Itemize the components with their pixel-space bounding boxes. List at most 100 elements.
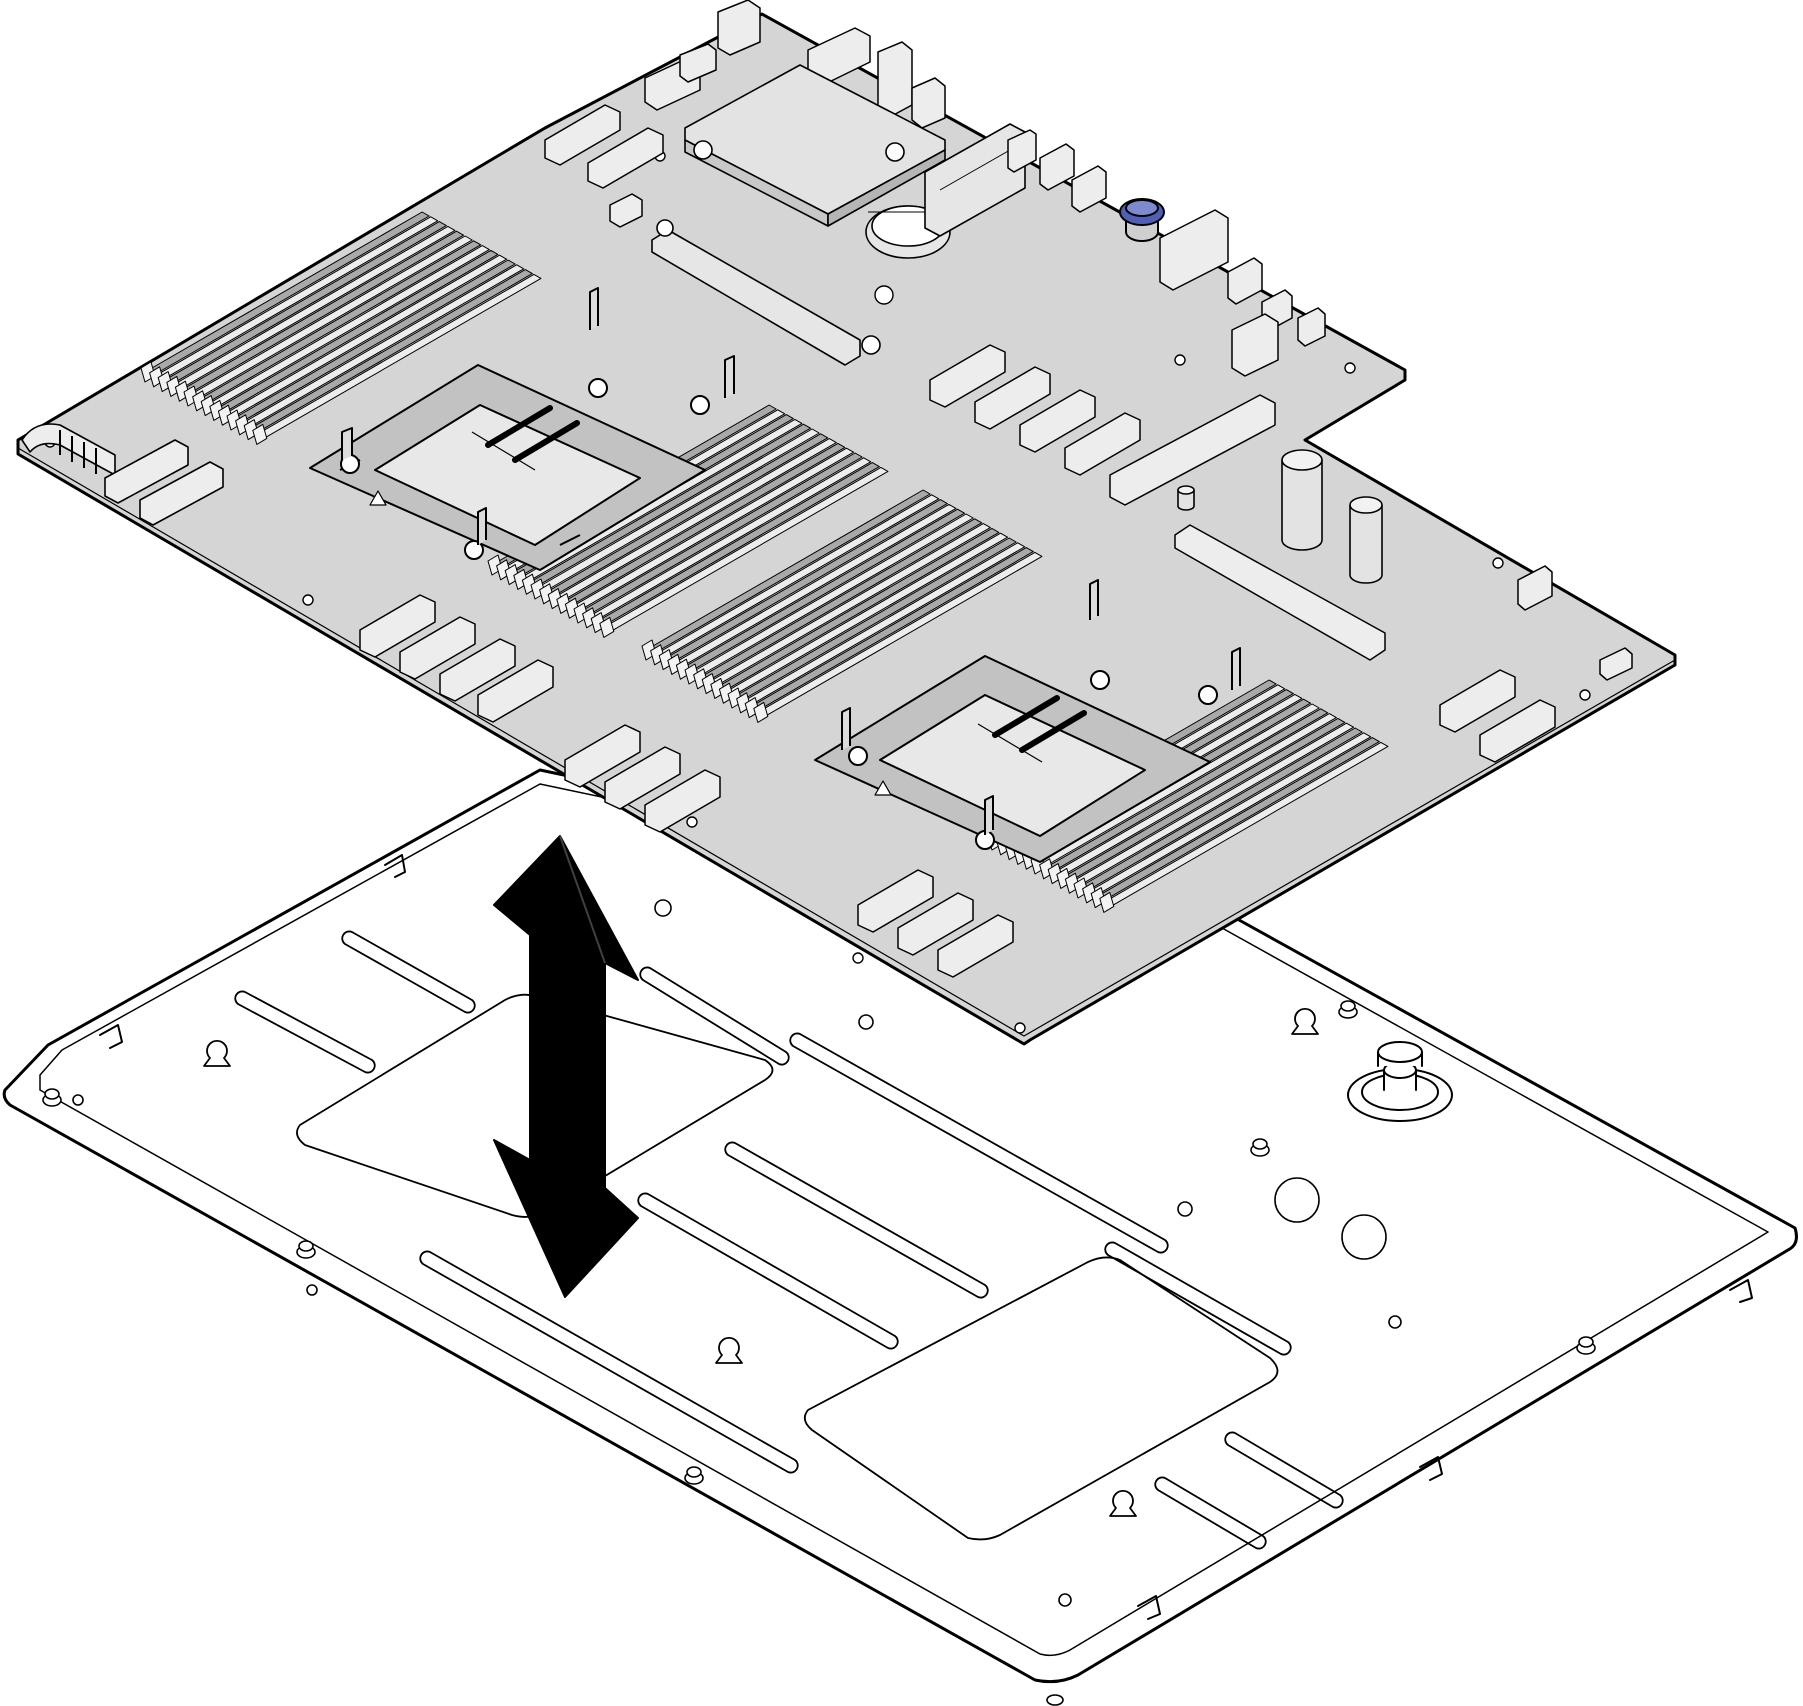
pcie-connector bbox=[1479, 699, 1556, 763]
standoff bbox=[1576, 1336, 1596, 1355]
keyhole-slot bbox=[1109, 1489, 1137, 1517]
usb-connector bbox=[877, 41, 913, 119]
dimm-latch bbox=[1099, 891, 1115, 913]
tray-corner-tab-left bbox=[99, 1024, 123, 1049]
processor-socket-1 bbox=[309, 287, 735, 571]
standoffs bbox=[42, 1000, 1596, 1706]
pcie-connector bbox=[439, 638, 516, 702]
front-io-connectors bbox=[1007, 129, 1326, 377]
dimm-latch bbox=[753, 701, 769, 723]
header-connector bbox=[679, 43, 717, 83]
tray-corner-tab-top bbox=[384, 854, 406, 878]
alignment-pin bbox=[1347, 1041, 1453, 1122]
header-connector bbox=[1517, 565, 1553, 611]
header-connector bbox=[1599, 647, 1633, 681]
pcie-connector bbox=[399, 616, 476, 680]
standoff bbox=[1046, 1694, 1064, 1706]
standoff bbox=[1250, 1138, 1270, 1157]
tray-slot bbox=[1154, 1476, 1267, 1550]
dimm-bank-1 bbox=[140, 211, 542, 445]
pcie-connectors-front bbox=[359, 594, 1014, 978]
keyhole-slot bbox=[203, 1039, 231, 1067]
header-connector bbox=[1007, 129, 1037, 173]
standoff bbox=[296, 1240, 316, 1259]
power-connector bbox=[1071, 165, 1107, 213]
tray-recess-panel-right bbox=[803, 1256, 1279, 1541]
pcie-connector bbox=[477, 659, 554, 723]
system-board bbox=[16, 0, 1677, 1046]
tray-hole bbox=[1388, 1315, 1402, 1329]
tray-slot bbox=[1224, 1431, 1344, 1509]
pcie-connector bbox=[929, 344, 1006, 408]
tray-corner-tab-right bbox=[1729, 1279, 1753, 1303]
tray-slot bbox=[419, 1250, 799, 1474]
pcie-connectors-top bbox=[544, 104, 664, 228]
tray-slot bbox=[234, 990, 376, 1074]
riser-slot bbox=[1174, 524, 1386, 661]
pcie-connector bbox=[587, 127, 664, 189]
riser-slots bbox=[651, 123, 1026, 366]
tray-slot bbox=[639, 966, 790, 1066]
tray-hole bbox=[1177, 1201, 1193, 1217]
tray-slot bbox=[1104, 1241, 1292, 1356]
pcie-connector bbox=[897, 892, 974, 956]
tray-slot bbox=[724, 1141, 989, 1299]
tray-hole bbox=[858, 1014, 874, 1030]
tray-hole bbox=[654, 899, 672, 917]
pcie-connector bbox=[544, 104, 621, 166]
pcie-connector bbox=[1019, 389, 1096, 453]
tray-holes bbox=[72, 899, 1402, 1607]
ethernet-connector bbox=[911, 77, 946, 129]
chassis-tray bbox=[2, 768, 1798, 1706]
processor-socket-2 bbox=[814, 579, 1241, 863]
capacitors bbox=[1177, 449, 1383, 584]
power-connector bbox=[1039, 143, 1075, 191]
pcie-connector bbox=[359, 594, 436, 658]
tray-hole bbox=[72, 1094, 84, 1106]
standoff bbox=[42, 1088, 62, 1107]
keyhole-slots bbox=[203, 1007, 1319, 1517]
dimm-latch bbox=[252, 423, 268, 445]
keyhole-slot bbox=[715, 1336, 743, 1364]
pcie-connector bbox=[604, 746, 681, 810]
tray-slot bbox=[341, 930, 476, 1014]
board-edge bbox=[17, 447, 1676, 1037]
tray-hole bbox=[1274, 1177, 1320, 1223]
power-connector bbox=[1227, 257, 1263, 305]
rear-io-connectors bbox=[644, 0, 946, 129]
motion-arrow-icon bbox=[493, 835, 639, 1298]
pcie-connector bbox=[609, 193, 643, 228]
riser-slot bbox=[924, 123, 1026, 237]
tray-slots bbox=[234, 930, 1344, 1550]
pcie-connector bbox=[1439, 669, 1516, 733]
keyhole-slot bbox=[1291, 1007, 1319, 1035]
pcie-connector bbox=[937, 914, 1014, 978]
sata-connector bbox=[1159, 209, 1229, 291]
header-connector bbox=[1297, 307, 1326, 347]
tray-hole bbox=[1058, 1593, 1072, 1607]
pcie-connector bbox=[974, 366, 1051, 430]
dimm-latch bbox=[599, 616, 615, 638]
tray-corner-tab-bottom bbox=[1419, 1456, 1443, 1481]
release-plunger-icon bbox=[1119, 198, 1165, 242]
pcie-connector bbox=[857, 869, 934, 933]
fan-connector bbox=[1231, 313, 1279, 377]
pcie-connector bbox=[1064, 412, 1141, 476]
riser-slot bbox=[1109, 394, 1276, 506]
tray-hole bbox=[306, 1284, 318, 1296]
usb-connector bbox=[717, 0, 761, 56]
tray-recess-panel-left bbox=[296, 993, 774, 1218]
tray-slot bbox=[789, 1032, 1169, 1254]
pcie-connector bbox=[644, 769, 721, 833]
tray-slot bbox=[637, 1192, 899, 1350]
pcie-connector bbox=[104, 439, 189, 504]
power-distribution-connector bbox=[21, 423, 224, 526]
tray-hole bbox=[1341, 1214, 1387, 1260]
tray-corner-tab-front bbox=[1137, 1595, 1161, 1620]
standoff bbox=[1338, 1000, 1358, 1019]
pcie-connector bbox=[139, 461, 224, 526]
mezzanine-module bbox=[684, 64, 946, 227]
standoff bbox=[684, 1466, 704, 1485]
